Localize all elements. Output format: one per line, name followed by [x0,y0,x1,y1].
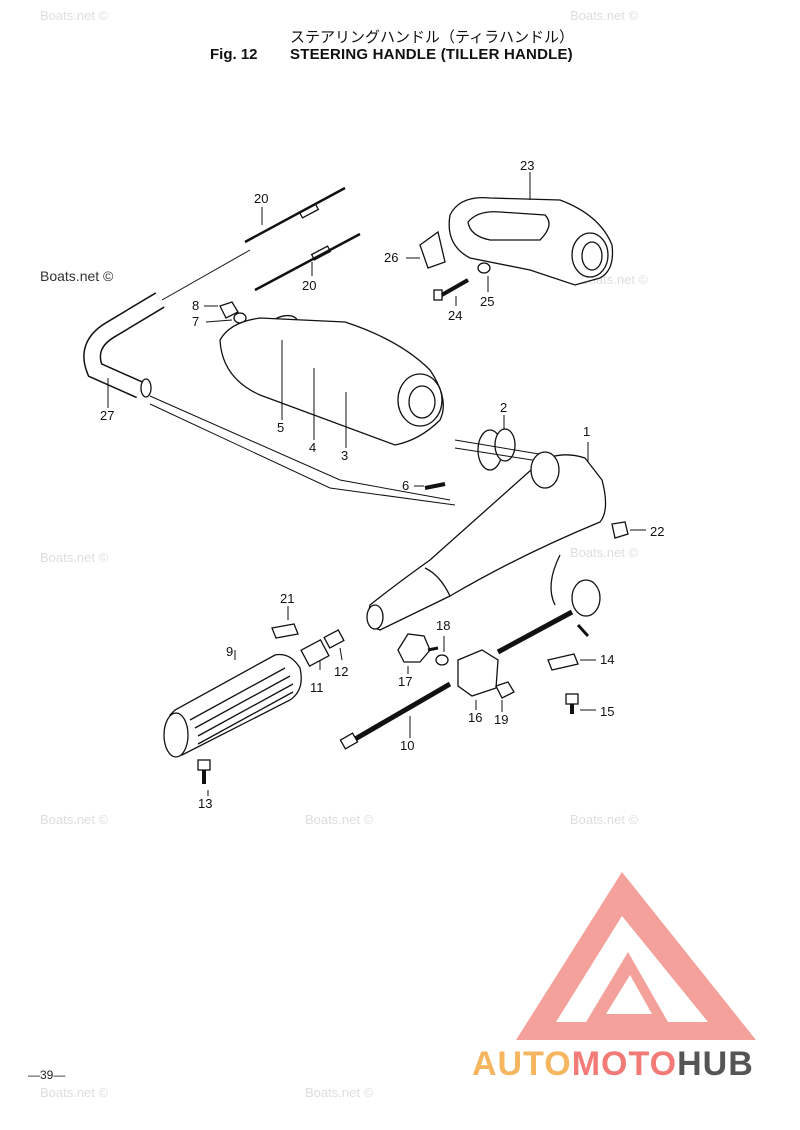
part-14-plate [547,653,579,671]
part-20-cable-upper [244,186,346,244]
part-23-bracket [448,196,614,286]
label-part-13: 13 [198,796,212,811]
logo-triangle [516,872,756,1040]
label-part-21: 21 [280,591,294,606]
brand-moto: MOTO [571,1045,678,1083]
watermark: Boats.net © [40,8,109,23]
label-part-11: 11 [310,680,324,695]
title-english: STEERING HANDLE (TILLER HANDLE) [290,46,573,63]
label-part-7: 7 [192,314,199,329]
part-24-bolt [433,278,469,301]
leader-lines [107,172,646,796]
label-part-8: 8 [192,298,199,313]
part-6-stud [424,482,446,490]
part-17-knob [397,633,439,663]
label-part-14: 14 [600,652,614,667]
label-part-1: 1 [583,424,590,439]
label-part-15: 15 [600,704,614,719]
part-22-screw [611,521,629,539]
brand-wordmark: AUTOMOTOHUB [472,1045,754,1084]
watermark: Boats.net © [305,812,374,827]
label-part-20-upper: 20 [254,191,268,206]
label-part-2: 2 [500,400,507,415]
part-2-grommet [477,428,516,471]
part-26-clip [419,230,446,269]
label-part-24: 24 [448,308,462,323]
watermark: Boats.net © [570,545,639,560]
label-part-19: 19 [494,712,508,727]
label-part-20-lower: 20 [302,278,316,293]
part-1-tiller-arm [366,451,607,631]
part-11-collar [300,639,330,667]
part-27-hose [83,292,165,400]
label-part-3: 3 [341,448,348,463]
part-15-screw [565,693,579,714]
label-part-16: 16 [468,710,482,725]
part-19-nut [495,681,515,699]
figure-number: Fig. 12 [210,46,258,63]
housing-lower-case [219,317,444,446]
part-10-rod [339,681,452,750]
part-12-pin [323,629,345,649]
part-16-block [457,649,499,697]
label-part-10: 10 [400,738,414,753]
part-9-grip [163,653,302,758]
throttle-assembly [496,554,601,655]
label-part-23: 23 [520,158,534,173]
label-part-4: 4 [309,440,316,455]
watermark: Boats.net © [40,550,109,565]
watermark: Boats.net © [570,8,639,23]
label-part-5: 5 [277,420,284,435]
page-number: —39— [28,1068,66,1082]
part-13-screw [197,759,211,784]
title-japanese: ステアリングハンドル（ティラハンドル） [290,29,574,46]
label-part-27: 27 [100,408,114,423]
brand-auto: AUTO [472,1045,572,1083]
watermark: Boats.net © [40,268,114,284]
part-25-washer [477,262,491,274]
watermark: Boats.net © [40,1085,109,1100]
part-20-cable-lower [254,232,361,292]
label-part-18: 18 [436,618,450,633]
label-part-17: 17 [398,674,412,689]
part-8-nut [219,301,239,319]
label-part-9: 9 [226,644,233,659]
label-part-22: 22 [650,524,664,539]
label-part-26: 26 [384,250,398,265]
part-labels: 1 2 3 4 5 6 7 8 9 10 11 12 13 14 15 16 1… [100,158,664,811]
part-21-label [271,623,299,639]
watermark: Boats.net © [305,1085,374,1100]
label-part-6: 6 [402,478,409,493]
part-18-washer [435,654,449,666]
label-part-25: 25 [480,294,494,309]
label-part-12: 12 [334,664,348,679]
watermark: Boats.net © [570,812,639,827]
watermark: Boats.net © [40,812,109,827]
brand-hub: HUB [677,1045,754,1083]
